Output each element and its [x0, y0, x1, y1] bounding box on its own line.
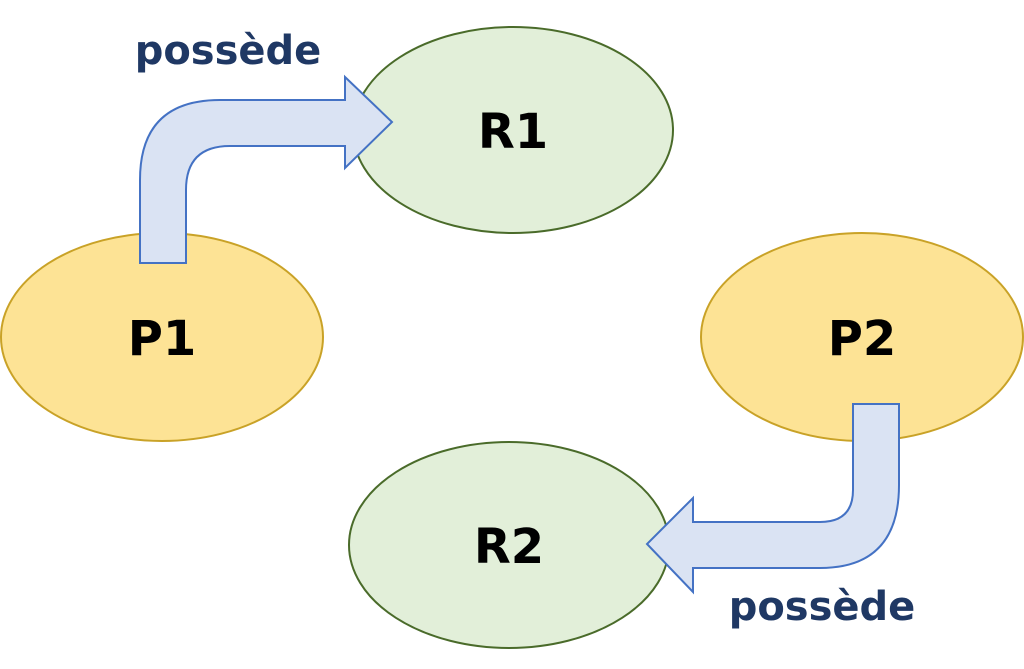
node-p1[interactable]: P1: [0, 232, 324, 442]
node-p2[interactable]: P2: [700, 232, 1024, 442]
node-p2-label: P2: [828, 311, 897, 367]
node-r1[interactable]: R1: [352, 26, 674, 234]
node-r2-label: R2: [474, 519, 544, 575]
edge-label-p1-r1: possède: [135, 28, 322, 74]
arrow-p1-to-r1: [139, 74, 394, 264]
node-p1-label: P1: [128, 311, 197, 367]
node-r1-label: R1: [478, 104, 548, 160]
edge-label-p2-r2: possède: [729, 584, 916, 630]
arrow-p2-to-r2: [645, 403, 900, 595]
node-r2[interactable]: R2: [348, 441, 670, 649]
